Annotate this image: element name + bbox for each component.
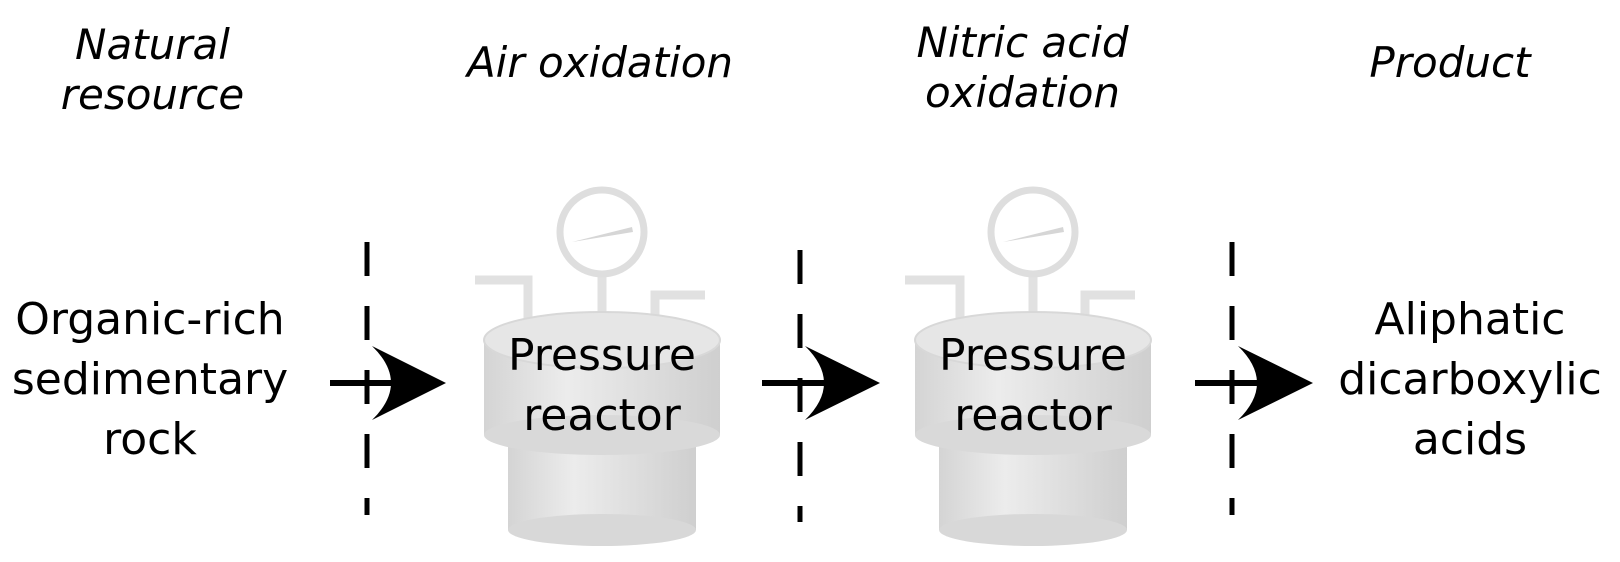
reactor-label-1: Pressure reactor — [508, 330, 696, 441]
output-product: Aliphatic dicarboxylic acids — [1338, 294, 1602, 465]
input-natural-resource: Organic-rich sedimentary rock — [11, 294, 289, 465]
reactor-label-2: Pressure reactor — [939, 330, 1127, 441]
arrow-3 — [1195, 346, 1313, 420]
arrow-2 — [762, 346, 880, 420]
pressure-reactor-icon-2 — [905, 186, 1152, 546]
arrow-1 — [330, 346, 446, 420]
stage-title-natural-resource: Natural resource — [60, 20, 245, 119]
stage-title-nitric-acid-oxidation: Nitric acid oxidation — [916, 18, 1129, 117]
pressure-reactor-icon-1 — [475, 186, 721, 546]
stage-title-product: Product — [1369, 38, 1531, 87]
stage-title-air-oxidation: Air oxidation — [466, 38, 734, 87]
